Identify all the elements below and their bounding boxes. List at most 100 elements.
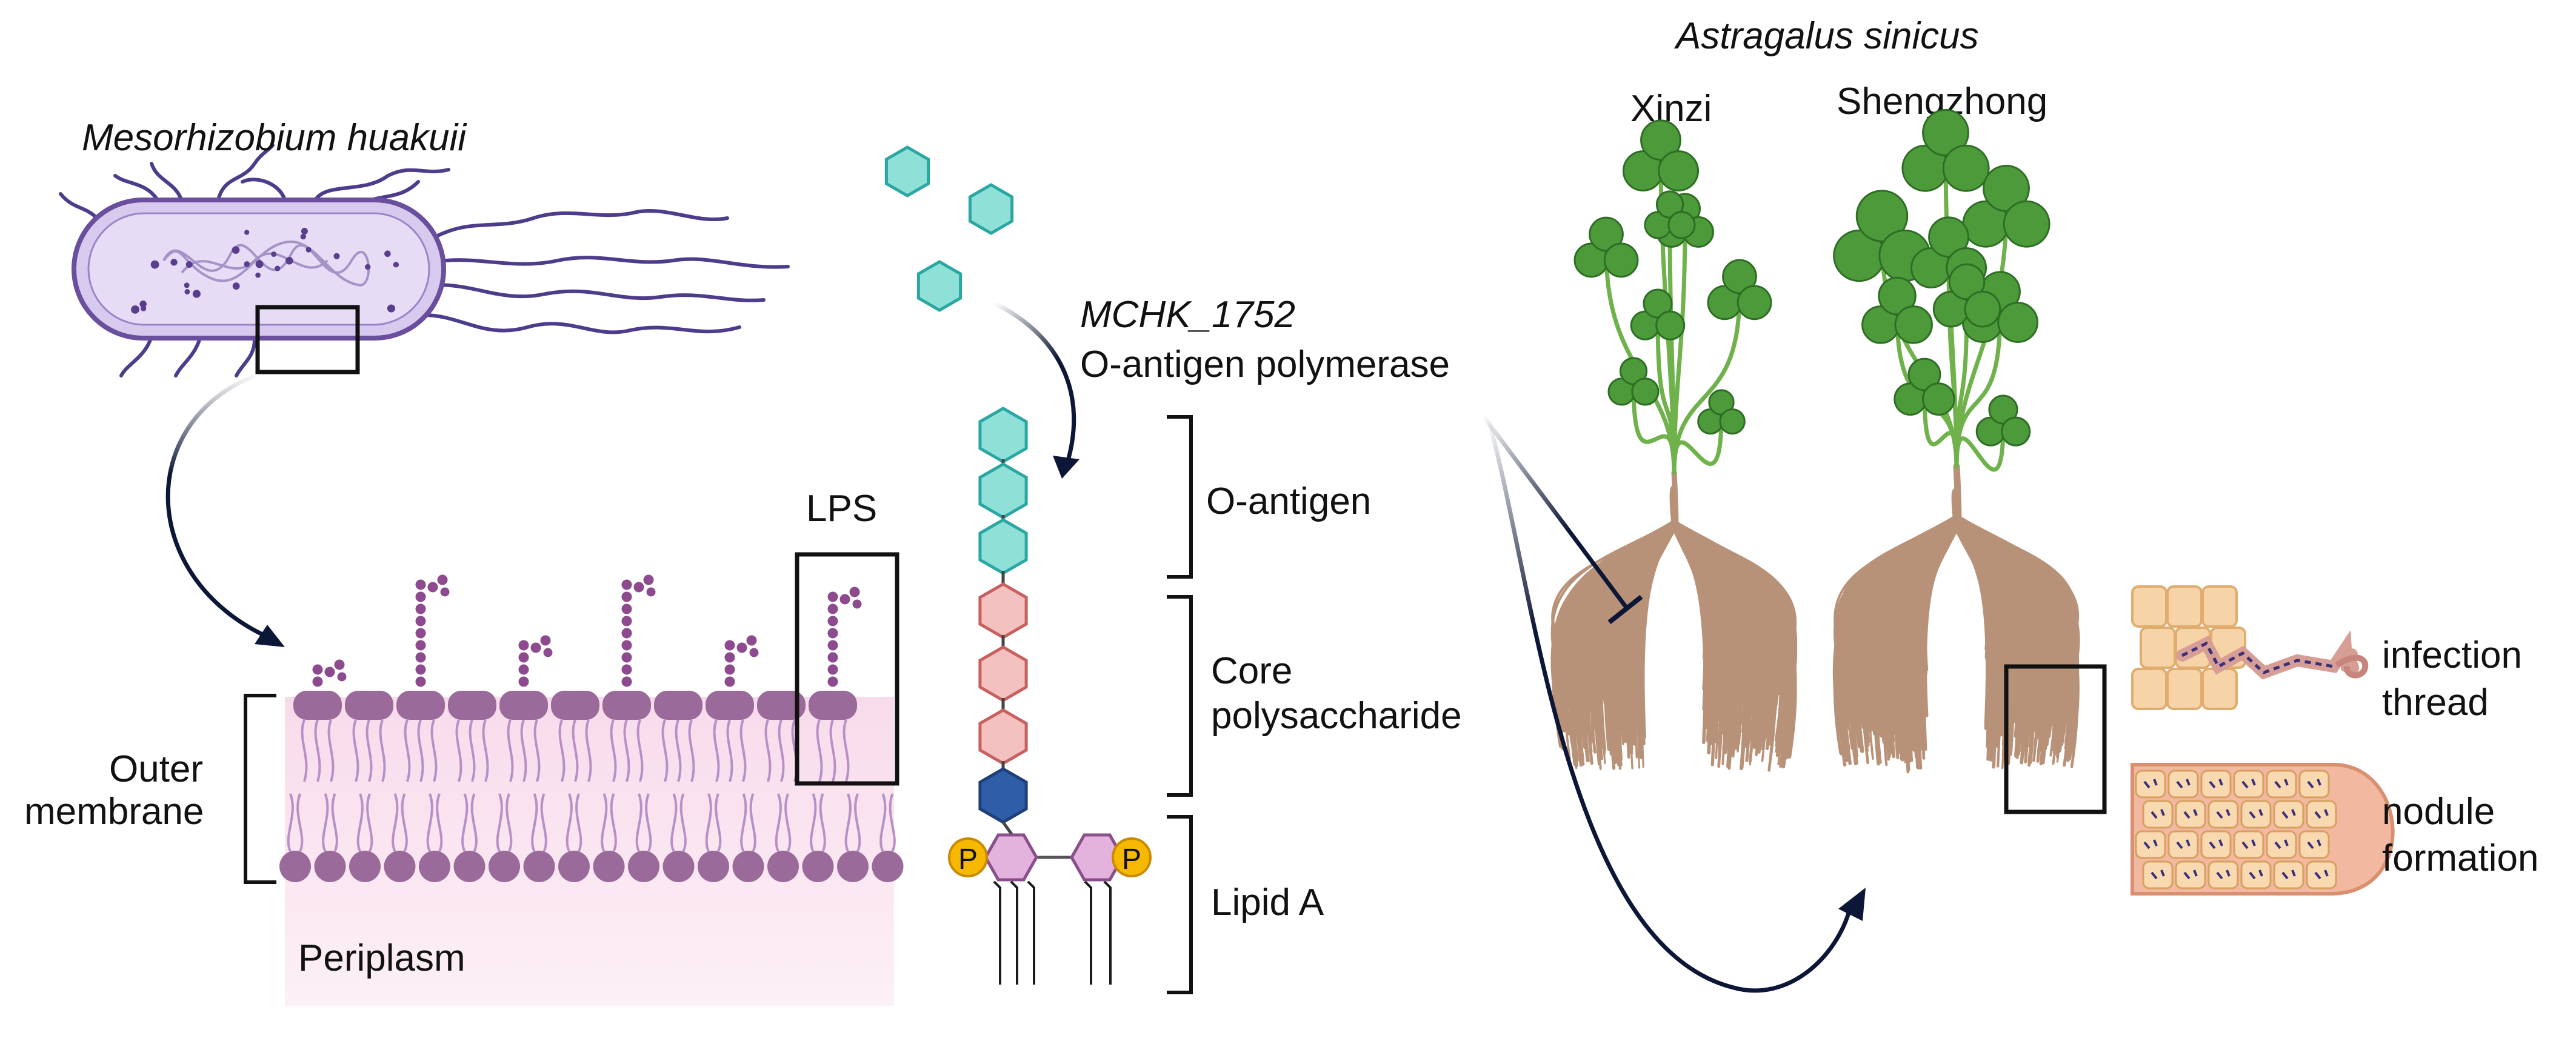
- lps-sugar: [518, 664, 529, 675]
- bacterium-name: Mesorhizobium huakuii: [82, 117, 467, 159]
- core-label-2: polysaccharide: [1211, 695, 1462, 737]
- lps-head: [499, 691, 548, 720]
- outer-membrane-diagram: LPS Outer membrane Periplasm: [24, 488, 904, 1006]
- granule: [131, 305, 139, 314]
- lps-sugar: [646, 587, 656, 597]
- lps-sugar: [543, 648, 553, 657]
- flagellum: [313, 168, 450, 202]
- lipid-tail: [366, 793, 373, 852]
- plant-xinzi: [1550, 119, 1798, 772]
- bacteroid: [2151, 871, 2158, 880]
- lps-chains: [312, 574, 862, 687]
- bacteroid: [2176, 841, 2183, 849]
- bacteroid: [2226, 809, 2231, 816]
- leaflet: [1719, 408, 1746, 435]
- cortical-cell: [2166, 668, 2203, 710]
- lipid-tail: [623, 719, 630, 782]
- nodule-cell: [2135, 769, 2166, 799]
- lipid-tail: [430, 719, 438, 782]
- leaflet: [1894, 305, 1933, 344]
- bacteroid: [2193, 869, 2198, 877]
- lps-sugar: [621, 664, 632, 675]
- lps-sugar: [415, 676, 426, 687]
- nodule-cell: [2306, 860, 2337, 889]
- lps-sugar: [724, 676, 735, 687]
- lipid-tail: [775, 793, 782, 852]
- leaflet: [1589, 216, 1624, 252]
- lipid-tail: [296, 793, 304, 852]
- bacteroid: [2186, 839, 2191, 846]
- lateral-root: [1859, 524, 1958, 714]
- nodule-label-2: formation: [2382, 837, 2538, 879]
- lps-sugar: [437, 574, 448, 585]
- nodule-cell: [2200, 830, 2232, 859]
- chain-sugar: [978, 462, 1028, 519]
- lps-sugar: [518, 652, 529, 663]
- phospholipid-head: [419, 851, 450, 882]
- lipid-tail: [636, 719, 644, 782]
- bacteroid: [2226, 869, 2231, 877]
- lipid-tail: [679, 793, 687, 852]
- nodule-cell: [2240, 860, 2272, 889]
- bacteroid: [2258, 809, 2263, 816]
- lipid-tail: [404, 719, 411, 782]
- outer-membrane-bracket: [244, 694, 276, 884]
- lipid-tail: [810, 793, 817, 852]
- lps-sugar: [337, 672, 347, 682]
- lps-sugar: [633, 582, 644, 593]
- granule: [140, 305, 147, 311]
- flagellum: [435, 283, 766, 302]
- flagellum: [119, 334, 153, 377]
- bacterium-zoom-box: [255, 305, 360, 374]
- lipid-a-bracket: [1167, 815, 1193, 994]
- nodule-cell: [2266, 830, 2297, 859]
- bacteroid: [2291, 809, 2296, 816]
- bacteroid: [2281, 811, 2289, 819]
- infection-thread-tip: [2335, 654, 2369, 679]
- lps-sugar: [415, 652, 426, 663]
- lipid-tail: [314, 719, 321, 782]
- lps-sugar: [621, 628, 632, 639]
- nodule-cell: [2266, 769, 2297, 799]
- lps-sugar: [749, 648, 759, 657]
- bacteroid: [2251, 839, 2256, 846]
- lipid-tail: [784, 793, 792, 852]
- inner-leaflet-heads: [279, 851, 904, 882]
- lateral-root: [1629, 522, 1675, 734]
- lipid-tail: [610, 793, 617, 852]
- lipid-tails: [287, 719, 896, 852]
- lps-sugar: [621, 652, 632, 663]
- o-antigen-label: O-antigen: [1206, 480, 1371, 522]
- phospholipid-head: [662, 851, 695, 882]
- lps-sugar: [827, 628, 838, 639]
- flagellum: [216, 144, 275, 202]
- flagella: [59, 144, 790, 377]
- granule: [244, 261, 250, 267]
- lps-zoom-box: [795, 552, 899, 786]
- root-zoom-box: [2004, 664, 2107, 814]
- nodule-cell: [2167, 769, 2199, 799]
- leaflet: [1922, 109, 1969, 156]
- lps-sugar-chain: [978, 407, 1028, 836]
- lipid-tail: [816, 719, 823, 782]
- cortical-cell: [2131, 668, 2167, 710]
- bacterium: Mesorhizobium huakuii: [59, 117, 790, 377]
- lps-sugar: [518, 640, 529, 651]
- bacterium-chromosome: [162, 241, 370, 287]
- arrowhead-membrane: [255, 625, 285, 647]
- phospholipid-head: [558, 851, 590, 882]
- granule: [192, 290, 201, 298]
- phospholipid-head: [453, 851, 486, 882]
- bacteroid: [2258, 869, 2263, 877]
- lps-sugar: [415, 579, 426, 590]
- leaflet: [1907, 357, 1941, 391]
- lipid-tail: [401, 793, 408, 852]
- lps-label: LPS: [806, 488, 877, 530]
- lps-sugar: [334, 659, 345, 670]
- stem: [1954, 297, 1969, 469]
- stem: [1954, 422, 2006, 472]
- leaflet: [1948, 263, 1986, 301]
- lps-head: [345, 691, 393, 720]
- acyl-chain: [993, 880, 1001, 985]
- bacteroid: [2183, 811, 2191, 819]
